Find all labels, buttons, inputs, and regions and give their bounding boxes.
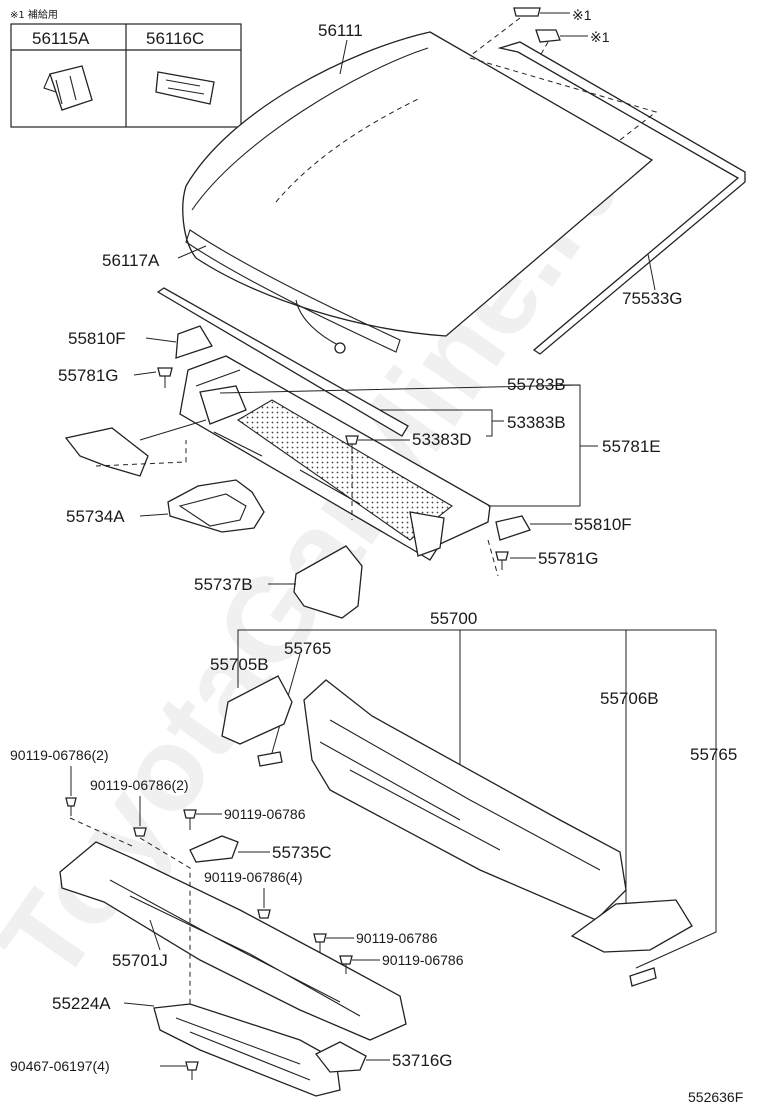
label-windshield: 56111 [318,21,363,40]
label-bolt-6: 90119-06786 [382,952,464,968]
bolt-5-icon [313,933,327,952]
label-bracket-g: 53716G [392,1051,453,1070]
label-clip-left: 55781G [58,366,119,385]
supply-note: ※1 補給用 [10,8,58,21]
louver-end-right [495,515,531,541]
label-bracket-b: 55737B [194,575,253,594]
seal-right [629,967,657,987]
label-bolt-1: 90119-06786(2) [10,747,109,763]
label-cowl-side-right: 55706B [600,689,659,708]
label-bolt-7: 90467-06197(4) [10,1058,110,1074]
bolt-7-icon [185,1061,199,1080]
label-louver-assy: 55781E [602,437,661,456]
label-molding-side: 75533G [622,289,683,308]
figure-code: 552636F [688,1089,743,1105]
bolt-2-icon [133,827,147,837]
label-bracket-c: 55735C [272,843,332,862]
cowl-louver [179,355,491,561]
seal-upper-strip [156,287,409,437]
clip-center-icon [345,435,359,454]
louver-end-left [175,325,213,359]
label-cowl-panel: 55701J [112,951,168,970]
label-clip-center: 53383D [412,430,472,449]
ref-mark-1: ※1 [572,7,592,23]
clip-right-icon [495,551,509,570]
bracket-g [315,1041,367,1073]
label-bolt-3: 90119-06786 [224,806,306,822]
label-louver-end-left: 55810F [68,329,126,348]
label-bolt-5: 90119-06786 [356,930,438,946]
clip-56115a-icon [43,65,93,111]
windshield-glass [182,31,654,354]
bracket-c [189,835,239,863]
label-cowl-side-left: 55705B [210,655,269,674]
cowl-panel [59,841,407,1041]
cowl-top-panel [303,679,627,921]
label-seal-right: 55765 [690,745,737,764]
cowl-side-right [570,899,693,953]
inset-label-56116c: 56116C [146,29,204,48]
label-bolt-2: 90119-06786(2) [90,777,189,793]
inset-label-56115a: 56115A [32,29,90,48]
ref-mark-2: ※1 [590,29,610,45]
label-molding-lower: 56117A [102,251,160,270]
molding-side [469,41,746,355]
reinforcement [153,1003,341,1097]
label-bolt-4: 90119-06786(4) [204,869,303,885]
bracket-b [293,545,363,619]
cowl-side-left [221,675,293,745]
molding-lower [185,229,401,353]
duct [167,479,265,533]
clip-left-icon [157,367,173,388]
label-cowl-assy: 55700 [430,609,477,628]
label-seal-mid: 53383B [507,413,566,432]
label-seal-left: 55765 [284,639,331,658]
label-duct: 55734A [66,507,125,526]
supply-inset: ※1 補給用 56115A 56116C [10,8,242,128]
bolt-3-icon [183,809,197,830]
label-reinforcement: 55224A [52,994,111,1013]
label-louver-end-right: 55810F [574,515,632,534]
label-seal-upper: 55783B [507,375,566,394]
clip-56116c-icon [155,71,215,105]
bolt-4-icon [257,909,271,919]
label-clip-right: 55781G [538,549,599,568]
louver-side-piece [64,427,149,477]
bolt-1-icon [65,797,77,816]
seal-left [257,751,283,767]
ref-marks: ※1 ※1 [469,7,610,57]
bolt-6-icon [339,955,353,974]
